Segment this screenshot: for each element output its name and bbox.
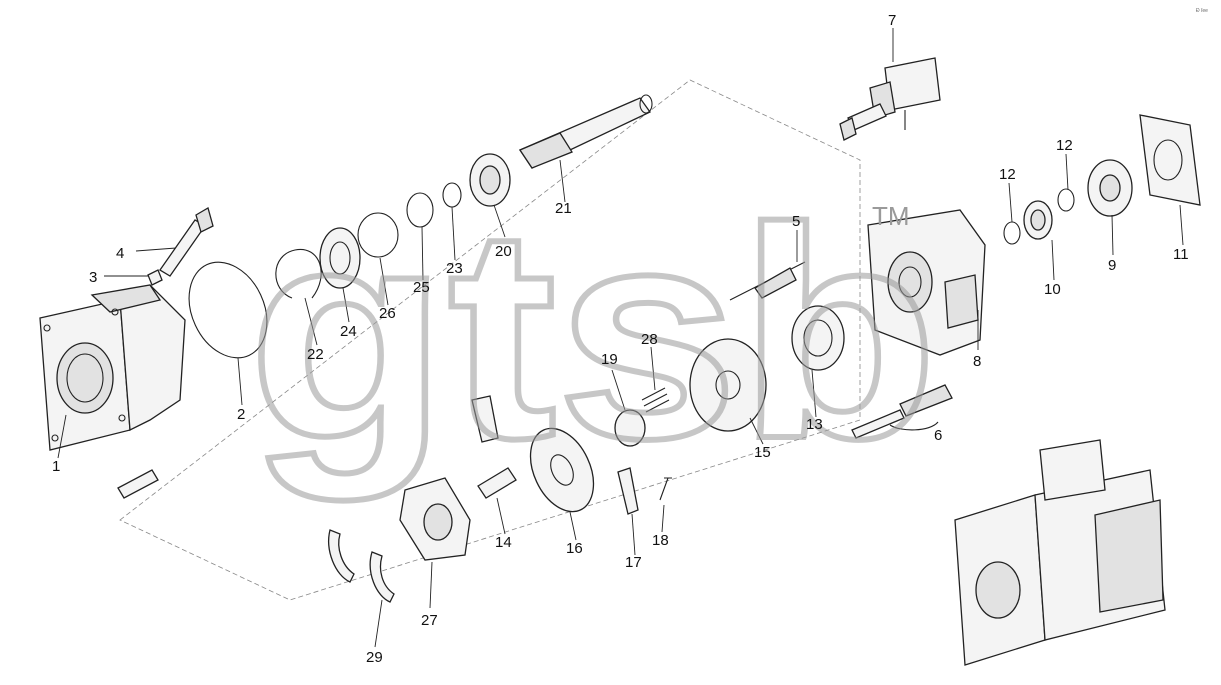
part-port-plate (791, 305, 845, 371)
part-pin-assembly (851, 384, 953, 439)
part-seal-ring (357, 212, 399, 258)
callout-20: 20 (495, 243, 512, 260)
callout-1: 1 (52, 458, 60, 475)
callout-labels: 1 2 3 4 5 6 7 8 9 10 11 12 12 13 14 15 1… (52, 12, 1189, 666)
part-bushing (614, 409, 646, 447)
callout-21: 21 (555, 200, 572, 217)
part-drive-shaft (519, 94, 653, 169)
part-gasket (1139, 114, 1201, 206)
part-bearing-plate (319, 227, 361, 289)
watermark-tm: TM (872, 201, 910, 231)
callout-18: 18 (652, 532, 669, 549)
part-o-ring-large (188, 261, 268, 359)
part-bearing-shell-a (328, 529, 355, 583)
callout-25: 25 (413, 279, 430, 296)
assembled-pump-view (954, 439, 1166, 666)
part-control-valve (839, 57, 941, 141)
part-snap-ring (275, 248, 322, 299)
part-end-cover (867, 209, 986, 356)
part-ball-bearing (469, 153, 511, 207)
callout-9: 9 (1108, 257, 1116, 274)
callout-16: 16 (566, 540, 583, 557)
callout-15: 15 (754, 444, 771, 461)
part-spring (641, 387, 670, 413)
callout-11: 11 (1173, 246, 1189, 263)
assembly-outline (119, 79, 861, 601)
callout-27: 27 (421, 612, 438, 629)
part-screw (117, 469, 159, 499)
callout-29: 29 (366, 649, 383, 666)
part-roller-bearing (1023, 200, 1053, 240)
part-spring-rod (729, 261, 806, 301)
callout-24: 24 (340, 323, 357, 340)
part-ring-12a (1003, 221, 1021, 245)
part-cylinder-block (689, 338, 767, 432)
part-shoe (617, 467, 639, 515)
part-ring-25 (406, 192, 434, 228)
callout-23: 23 (446, 260, 463, 277)
callout-7: 7 (888, 12, 896, 29)
callout-22: 22 (307, 346, 324, 363)
callout-6: 6 (934, 427, 942, 444)
part-slipper (471, 395, 499, 443)
callout-5: 5 (792, 213, 800, 230)
callout-14: 14 (495, 534, 512, 551)
callout-12a: 12 (999, 166, 1016, 183)
corner-mark: Ð îee (1196, 8, 1208, 14)
part-ring-12b (1057, 188, 1075, 212)
callout-17: 17 (625, 554, 642, 571)
callout-28: 28 (641, 331, 658, 348)
callout-12b: 12 (1056, 137, 1073, 154)
part-plug-and-pin (147, 207, 214, 286)
callout-19: 19 (601, 351, 618, 368)
callout-2: 2 (237, 406, 245, 423)
part-gear (1087, 159, 1133, 217)
callout-10: 10 (1044, 281, 1061, 298)
callout-13: 13 (806, 416, 823, 433)
part-retainer-plate (529, 427, 595, 513)
callout-26: 26 (379, 305, 396, 322)
part-bearing-shell-b (369, 551, 395, 603)
part-housing (39, 284, 186, 451)
callout-4: 4 (116, 245, 124, 262)
part-piston (477, 467, 517, 499)
part-small-pin (659, 477, 672, 501)
callout-3: 3 (89, 269, 97, 286)
callout-8: 8 (973, 353, 981, 370)
watermark: gtsb (248, 165, 938, 503)
leader-lines (57, 28, 1184, 648)
part-swash-plate (399, 477, 471, 561)
